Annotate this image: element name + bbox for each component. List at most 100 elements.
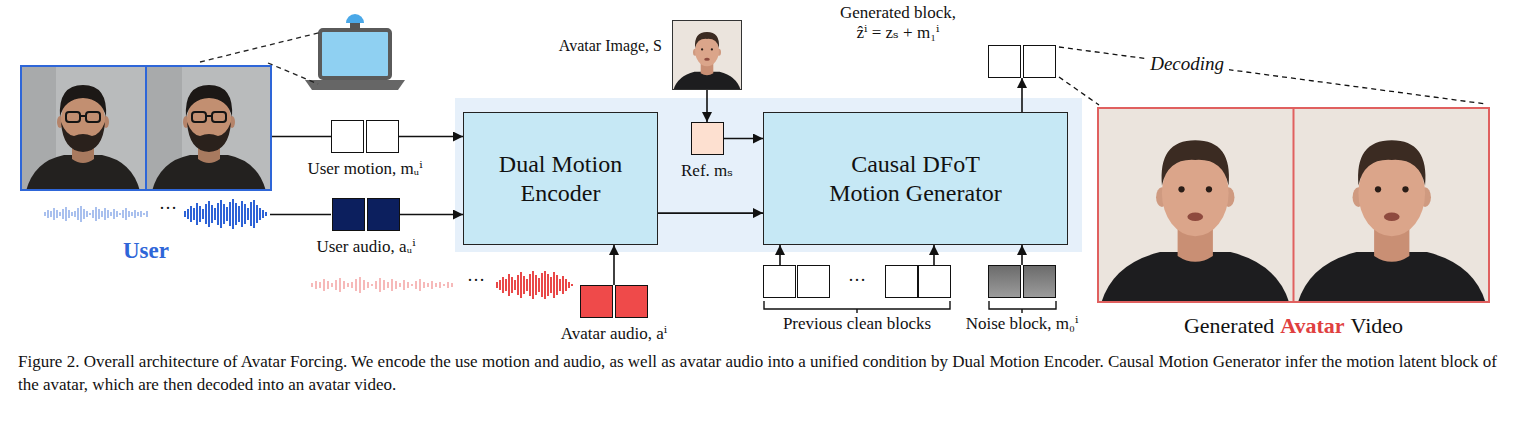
connector — [1059, 47, 1486, 105]
node-label: Avatar — [1280, 313, 1344, 339]
latent-block — [332, 198, 365, 231]
connector-line — [933, 245, 935, 265]
node-label: Generated — [1184, 313, 1274, 339]
block-label: Ref. mₛ — [681, 161, 733, 181]
connector — [1022, 245, 1023, 265]
latent-block — [918, 265, 951, 298]
latent-block — [580, 285, 613, 318]
connector — [658, 213, 763, 214]
block-group — [691, 122, 724, 155]
latent-block — [988, 45, 1021, 78]
module-band — [455, 98, 1082, 252]
latent-block — [1023, 265, 1056, 298]
connector — [399, 136, 463, 137]
image-frame — [672, 20, 742, 90]
connector-line — [658, 212, 763, 214]
image-label: Avatar Image, S — [559, 36, 662, 55]
connector-line — [1021, 78, 1023, 112]
connector — [272, 136, 331, 137]
block-label: Generated block, ẑⁱ = zₛ + m₁ⁱ — [832, 3, 964, 43]
zoom-line — [200, 32, 322, 62]
block-group — [580, 285, 648, 318]
image-frame — [20, 65, 272, 191]
user-photo — [20, 65, 146, 191]
ellipsis-holder: … — [848, 265, 866, 287]
latent-block — [615, 285, 648, 318]
image-frame — [1097, 107, 1490, 303]
latent-block — [763, 265, 796, 298]
connector — [707, 90, 708, 122]
block-label: User motion, mᵤⁱ — [307, 159, 422, 179]
zoom-line — [268, 63, 318, 84]
avatar-video-frame: GeneratedAvatar Video — [1097, 107, 1490, 339]
module-name: Dual Motion Encoder — [474, 150, 647, 208]
generator-box: Causal DFoT Motion Generator — [763, 112, 1068, 245]
user-audio-blocks: User audio, aᵤⁱ — [316, 198, 415, 257]
latent-block — [797, 265, 830, 298]
ellipsis-holder: … — [467, 265, 485, 287]
connector-line — [399, 136, 463, 138]
bracket — [764, 301, 950, 313]
webcam — [346, 14, 364, 23]
ellipsis-label: … — [848, 265, 866, 287]
avatar-waveform — [312, 277, 452, 293]
module-name: Causal DFoT Motion Generator — [774, 150, 1057, 208]
block-group — [988, 45, 1056, 78]
user-motion-blocks: User motion, mᵤⁱ — [307, 120, 422, 179]
block-group — [331, 120, 399, 153]
connector-line — [1059, 77, 1099, 105]
avatar-waveform — [497, 271, 572, 299]
block-label: Noise block, m₀ⁱ — [966, 314, 1079, 334]
user-photo — [146, 65, 272, 191]
noise-blocks: Noise block, m₀ⁱ — [966, 265, 1079, 334]
user-waveform — [45, 206, 147, 222]
node-label: User — [123, 237, 169, 265]
photo-divider — [1293, 107, 1295, 303]
user-waveform — [185, 199, 266, 229]
connector-line — [706, 90, 708, 122]
connector-line — [1021, 245, 1023, 265]
block-group — [332, 198, 400, 231]
avatar-video-frame — [1294, 107, 1490, 303]
avatar-video-frame — [1097, 107, 1293, 303]
ellipsis-label: … — [159, 193, 177, 215]
connector — [614, 245, 615, 285]
caption-holder: Figure 2. Overall architecture of Avatar… — [18, 351, 1498, 397]
connector-line — [400, 214, 463, 216]
connector-line — [779, 245, 781, 265]
bracket — [989, 301, 1056, 313]
block-label: Previous clean blocks — [783, 314, 931, 334]
connector-line — [724, 138, 764, 140]
connector — [724, 138, 764, 139]
latent-block — [366, 120, 399, 153]
photo-divider — [145, 65, 147, 191]
connector — [780, 245, 934, 265]
figure-caption: Figure 2. Overall architecture of Avatar… — [18, 351, 1498, 397]
edge-label: Decoding — [1145, 53, 1229, 76]
block-label: User audio, aᵤⁱ — [316, 237, 415, 257]
latent-block — [988, 265, 1021, 298]
latent-block — [691, 122, 724, 155]
latent-block — [331, 120, 364, 153]
avatar-audio-blocks: Avatar audio, aⁱ — [561, 285, 667, 344]
zoom-lines — [200, 32, 322, 84]
latent-block — [367, 198, 400, 231]
connector-line — [613, 245, 615, 285]
avatar-photo — [672, 20, 742, 90]
edge-label-holder: Decoding — [1145, 53, 1229, 76]
webcam-stand — [350, 22, 360, 30]
brackets — [764, 301, 1056, 313]
block-label: Avatar audio, aⁱ — [561, 324, 667, 344]
connector-line — [1059, 47, 1486, 104]
latent-block — [885, 265, 918, 298]
avatar-image: Avatar Image, S — [559, 20, 742, 90]
caption-row: GeneratedAvatar Video — [1184, 313, 1403, 339]
reference-block: Ref. mₛ — [681, 122, 733, 181]
node-label: Video — [1351, 313, 1403, 339]
encoder-box: Dual Motion Encoder — [463, 112, 658, 245]
user-input-frame: User — [20, 65, 272, 265]
laptop-icon — [305, 14, 405, 90]
latent-block — [1023, 45, 1056, 78]
connector — [400, 214, 463, 215]
